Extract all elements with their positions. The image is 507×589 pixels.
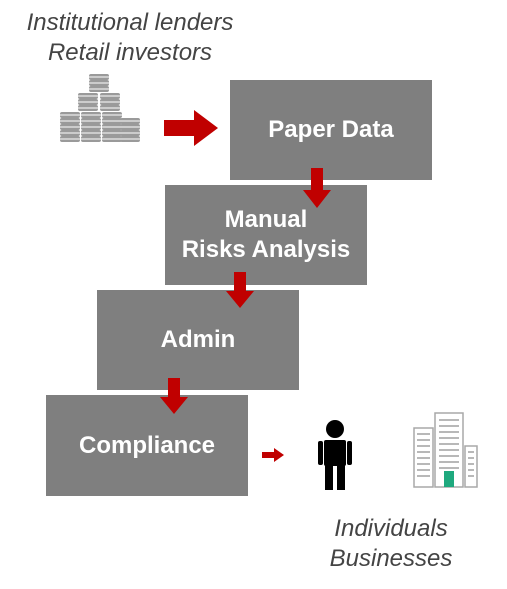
arrow-down-3 <box>160 378 188 414</box>
step-manual-risks-analysis-label: Manual Risks Analysis <box>181 206 351 263</box>
step-compliance-label: Compliance <box>78 431 216 459</box>
step-manual-risks-analysis: Manual Risks Analysis <box>165 185 367 285</box>
office-building-icon <box>413 412 478 488</box>
arrow-down-2 <box>226 272 254 308</box>
step-admin: Admin <box>97 290 299 390</box>
arrow-right-large <box>164 110 218 146</box>
step-admin-label: Admin <box>160 326 236 353</box>
source-label-institutional: Institutional lenders <box>26 9 234 36</box>
arrow-right-small <box>262 448 284 462</box>
arrow-down-1 <box>303 168 331 208</box>
step-compliance: Compliance <box>46 395 248 496</box>
source-label-retail: Retail investors <box>47 39 213 66</box>
coin-stacks-icon <box>60 74 140 142</box>
destination-label-individuals: Individuals <box>334 515 448 542</box>
destination-label-businesses: Businesses <box>329 545 453 572</box>
step-paper-data-label: Paper Data <box>268 116 394 143</box>
person-icon <box>318 420 352 490</box>
step-paper-data: Paper Data <box>230 80 432 180</box>
